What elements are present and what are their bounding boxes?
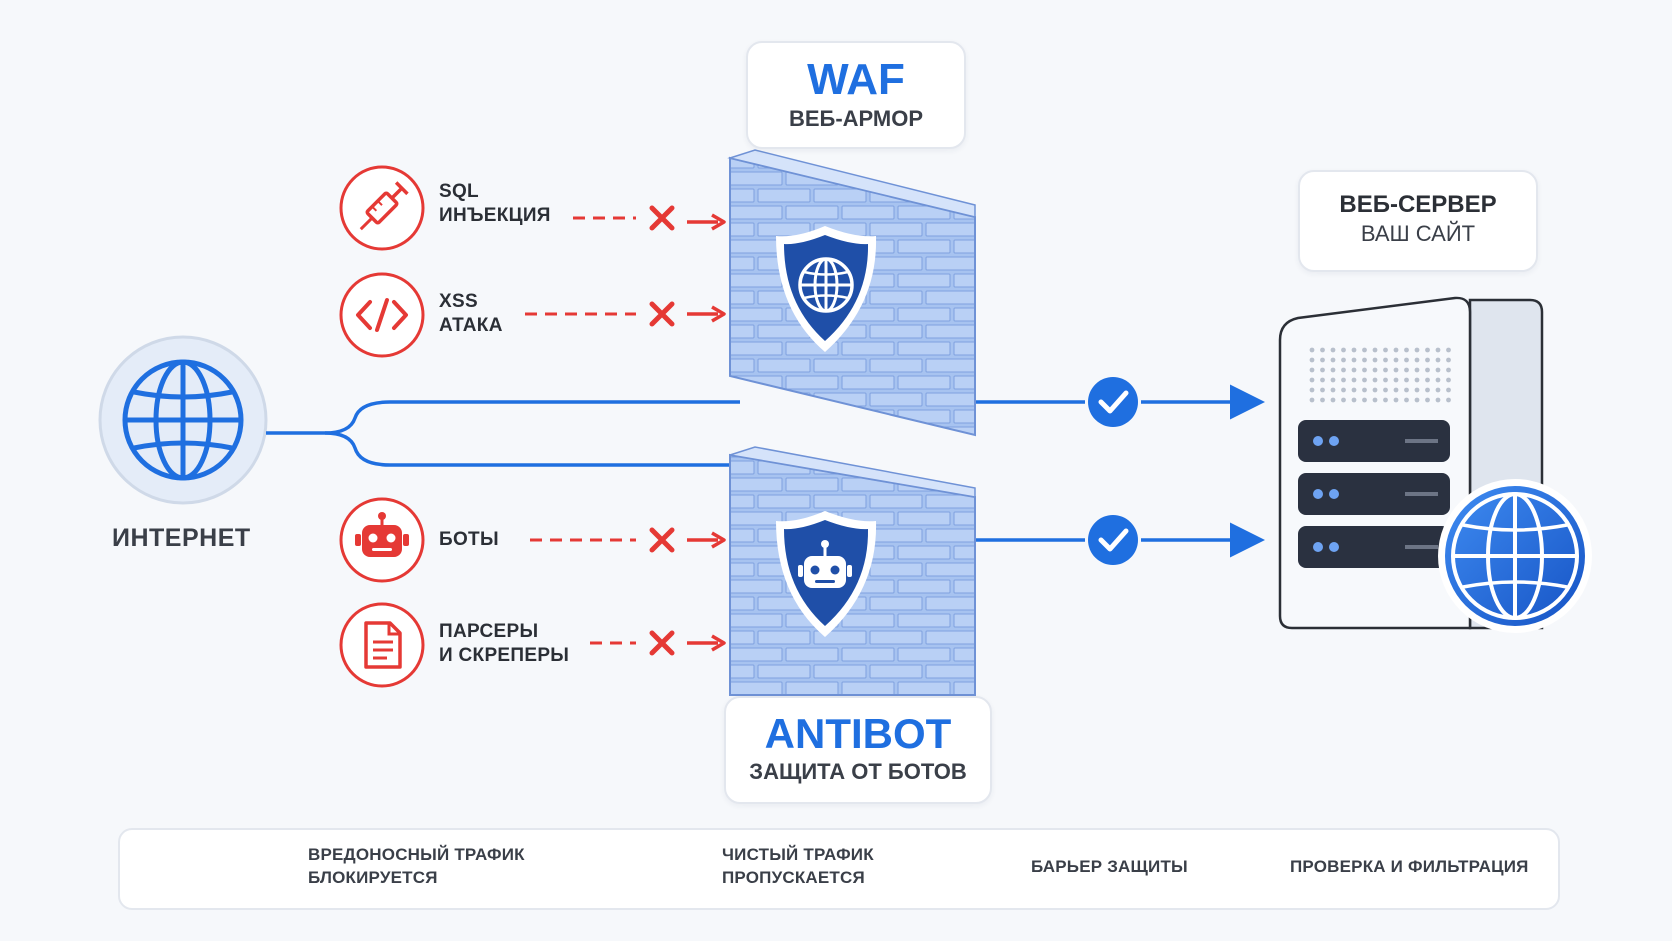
waf-card: WAF ВЕБ-АРМОР [746, 41, 966, 149]
threat-label-line2: ИНЪЕКЦИЯ [439, 205, 551, 226]
blocked-traffic-bots [530, 527, 726, 553]
server-card: ВЕБ-СЕРВЕР ВАШ САЙТ [1298, 170, 1538, 272]
check-icon [1088, 377, 1138, 427]
internet-label: ИНТЕРНЕТ [112, 524, 251, 552]
check-icon [1088, 515, 1138, 565]
legend-inspection-text: ПРОВЕРКА И ФИЛЬТРАЦИЯ [1290, 857, 1529, 876]
threat-label-line1: ПАРСЕРЫ [439, 621, 539, 642]
blocked-traffic-xss [525, 301, 726, 327]
shield-robot-icon [776, 511, 877, 637]
server-vent-grid [1309, 347, 1451, 403]
threat-label-line1: БОТЫ [439, 529, 499, 550]
legend-barrier-text: БАРЬЕР ЗАЩИТЫ [1031, 857, 1188, 876]
blocked-traffic-parsers [590, 630, 726, 656]
legend-blocked-line2: БЛОКИРУЕТСЯ [308, 868, 438, 887]
antibot-subtitle: ЗАЩИТА ОТ БОТОВ [749, 759, 967, 784]
threat-label-sql: SQL ИНЪЕКЦИЯ [439, 180, 551, 228]
waf-title: WAF [807, 55, 905, 104]
server-subtitle: ВАШ САЙТ [1360, 221, 1476, 246]
threat-label-bots: БОТЫ [439, 528, 499, 552]
syringe-icon [339, 165, 425, 251]
clean-traffic-lines [266, 384, 1265, 558]
legend-blocked-line1: ВРЕДОНОСНЫЙ ТРАФИК [308, 845, 525, 864]
antibot-title: ANTIBOT [764, 710, 952, 757]
code-icon [339, 272, 425, 358]
legend-blocked-text: ВРЕДОНОСНЫЙ ТРАФИК БЛОКИРУЕТСЯ [308, 843, 525, 889]
threat-label-line1: XSS [439, 291, 478, 312]
server-title: ВЕБ-СЕРВЕР [1339, 191, 1497, 218]
internet-globe-icon [98, 335, 268, 505]
document-icon [339, 602, 425, 688]
antibot-card: ANTIBOT ЗАЩИТА ОТ БОТОВ [724, 696, 992, 804]
waf-subtitle: ВЕБ-АРМОР [788, 106, 924, 131]
threat-label-line2: И СКРЕПЕРЫ [439, 645, 570, 666]
legend-clean-text: ЧИСТЫЙ ТРАФИК ПРОПУСКАЕТСЯ [722, 843, 874, 889]
robot-icon [339, 497, 425, 583]
legend-clean-line2: ПРОПУСКАЕТСЯ [722, 868, 865, 887]
legend-clean-line1: ЧИСТЫЙ ТРАФИК [722, 845, 874, 864]
shield-globe-icon [776, 226, 877, 352]
server-globe-icon [1438, 479, 1592, 633]
threat-label-line2: АТАКА [439, 315, 503, 336]
blocked-traffic-sql [573, 205, 726, 231]
legend-panel [118, 828, 1560, 910]
threat-label-parsers: ПАРСЕРЫ И СКРЕПЕРЫ [439, 620, 569, 668]
threat-label-line1: SQL [439, 181, 479, 202]
threat-label-xss: XSS АТАКА [439, 290, 503, 338]
